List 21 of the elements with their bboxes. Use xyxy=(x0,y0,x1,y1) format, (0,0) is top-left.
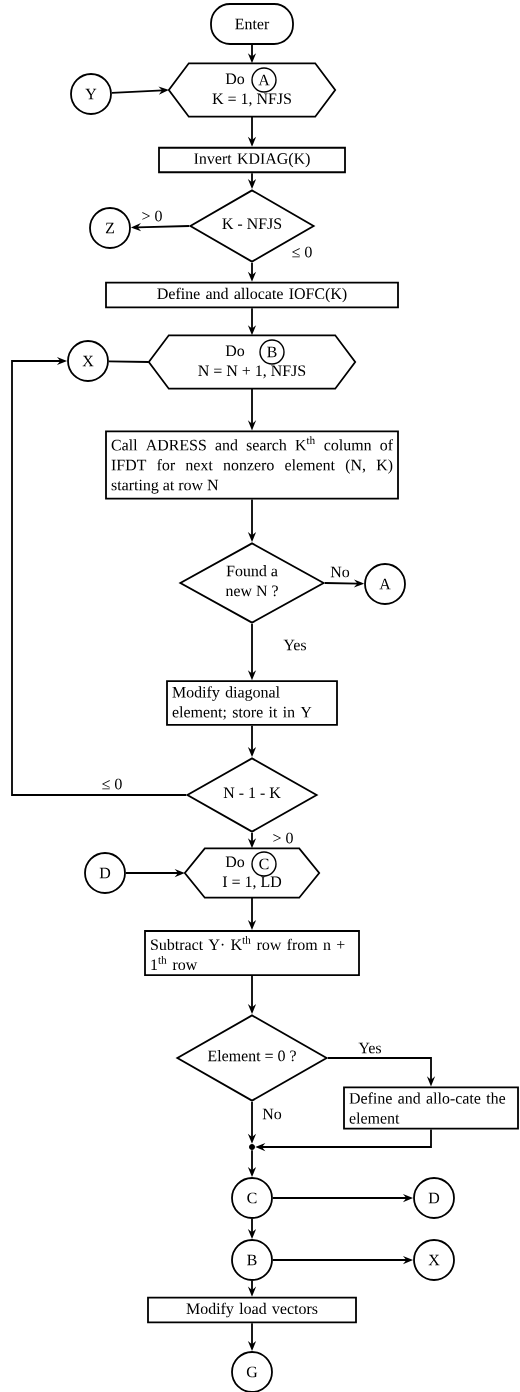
circled-letter: C xyxy=(251,851,277,877)
arrow xyxy=(11,356,187,796)
edge-label: No xyxy=(329,565,351,579)
process-box: Subtract Y· K$^{th}$ row from n + 1$^{th}$ row xyxy=(144,930,360,976)
edge-label: Yes xyxy=(282,638,308,652)
circled-letter: B xyxy=(259,339,285,365)
edge-label: ≤ 0 xyxy=(100,777,124,791)
edge-label: Yes xyxy=(357,1041,383,1055)
process-box: Define and allo-cate the element xyxy=(343,1086,519,1130)
process-box: Define and allocate IOFC(K) xyxy=(105,281,399,309)
edge-label: No xyxy=(261,1107,283,1121)
process-box: Modify diagonal element; store it in Y xyxy=(166,680,338,726)
circled-letter: A xyxy=(251,67,277,93)
connector-line xyxy=(108,360,150,363)
process-box: Invert KDIAG(K) xyxy=(158,146,346,174)
process-box: Call ADRESS and search K$^{th}$ column of IFDT for next nonzero element (N, K) starting at row N xyxy=(105,430,399,500)
edge-label: > 0 xyxy=(140,209,164,223)
edge-label: ≤ 0 xyxy=(290,245,314,259)
start-terminal: Enter xyxy=(210,3,294,45)
process-box: Modify load vectors xyxy=(147,1296,357,1324)
edge-label: > 0 xyxy=(271,831,295,845)
